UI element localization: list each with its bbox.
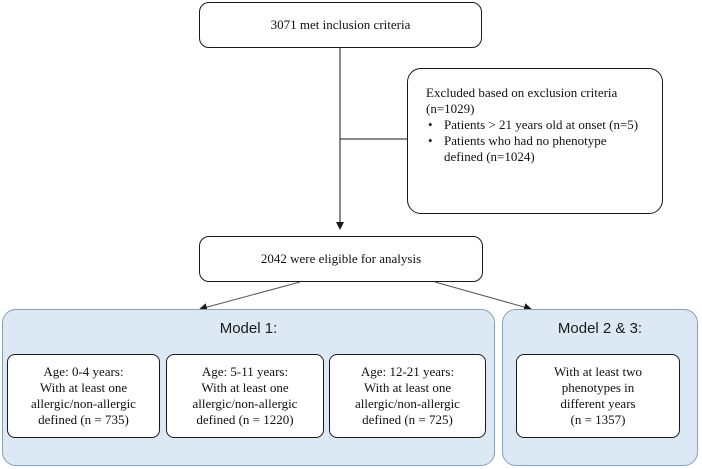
group-line: Age: 12-21 years:	[360, 364, 455, 379]
group-line: defined (n = 735)	[38, 412, 129, 427]
group-line: (n = 1357)	[570, 412, 626, 427]
exclusion-item: Patients who had no phenotype defined (n…	[428, 133, 648, 165]
arrow-to-model1	[199, 281, 301, 312]
group-line: different years	[560, 396, 636, 411]
arrow-to-model23	[434, 281, 532, 311]
exclusion-heading: Excluded based on exclusion criteria (n=…	[426, 85, 618, 116]
inclusion-text: 3071 met inclusion criteria	[270, 17, 411, 32]
exclusion-item: Patients > 21 years old at onset (n=5)	[428, 117, 648, 133]
group-line: defined (n = 1220)	[196, 412, 294, 427]
group-line: Age: 5-11 years:	[201, 364, 289, 379]
model1-group-age-0-4: Age: 0-4 years: With at least one allerg…	[7, 354, 160, 438]
group-line: allergic/non-allergic	[192, 396, 298, 411]
eligible-text: 2042 were eligible for analysis	[260, 251, 422, 266]
group-line: With at least one	[39, 380, 128, 395]
exclusion-list: Patients > 21 years old at onset (n=5) P…	[426, 117, 648, 165]
group-line: Age: 0-4 years:	[43, 364, 124, 379]
inclusion-box: 3071 met inclusion criteria	[199, 2, 482, 48]
group-line: With at least one	[201, 380, 289, 395]
model23-title: Model 2 & 3:	[557, 320, 643, 337]
group-line: With at least two	[554, 364, 642, 379]
model23-group: With at least two phenotypes in differen…	[516, 354, 680, 438]
group-line: phenotypes in	[561, 380, 635, 395]
eligible-box: 2042 were eligible for analysis	[199, 236, 483, 282]
group-line: defined (n = 725)	[362, 412, 453, 427]
model1-group-age-12-21: Age: 12-21 years: With at least one alle…	[329, 354, 486, 438]
group-line: allergic/non-allergic	[355, 396, 460, 411]
model1-title: Model 1:	[219, 320, 278, 337]
group-line: With at least one	[363, 380, 452, 395]
exclusion-box: Excluded based on exclusion criteria (n=…	[407, 68, 663, 214]
model1-group-age-5-11: Age: 5-11 years: With at least one aller…	[166, 354, 324, 438]
group-line: allergic/non-allergic	[31, 396, 136, 411]
